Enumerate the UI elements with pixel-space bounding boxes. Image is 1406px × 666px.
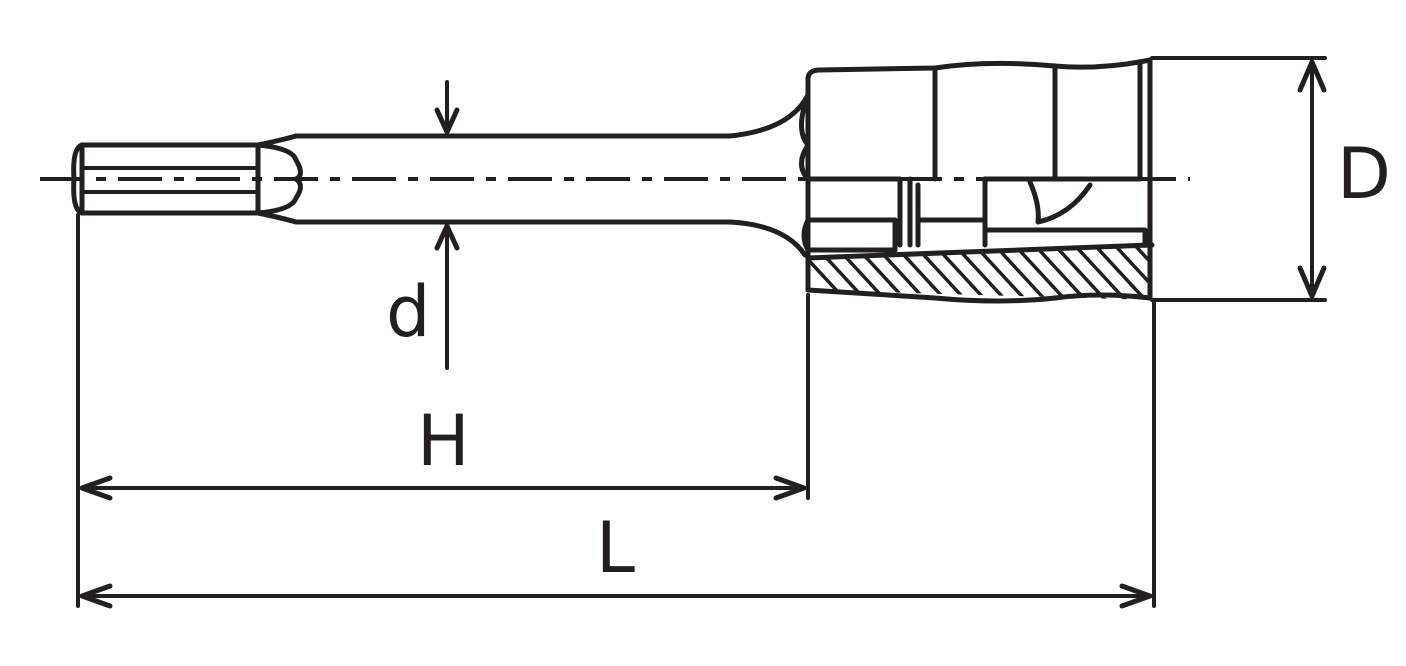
hatch-line [1108, 245, 1152, 300]
dimension-label-D: D [1337, 133, 1391, 215]
hatch-line [1128, 245, 1152, 300]
dimension-L [79, 300, 1156, 609]
hatch-line [1028, 245, 1092, 300]
hatch-line [1048, 245, 1112, 300]
dimension-D [1150, 56, 1327, 302]
dimension-label-H: H [417, 400, 470, 482]
dimension-label-d: d [386, 271, 430, 353]
hatch-line [1008, 245, 1072, 300]
hatch-line [1068, 245, 1132, 300]
dimension-H [76, 213, 810, 608]
hex-bit-tip [71, 133, 308, 225]
hatch-line [1170, 240, 1230, 305]
dimension-label-L: L [596, 507, 635, 589]
hatch-line [1148, 245, 1152, 300]
dimension-d [434, 80, 460, 370]
hatch-line [988, 245, 1052, 300]
hatch-line [1088, 245, 1152, 300]
shaft [293, 92, 811, 258]
